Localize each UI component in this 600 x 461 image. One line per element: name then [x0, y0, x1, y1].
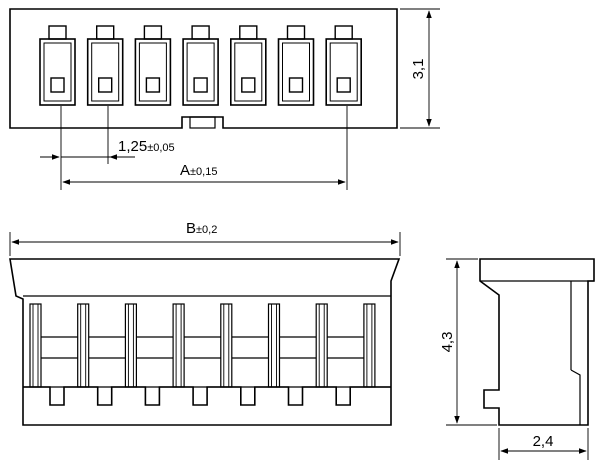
- top-pin-cavity: [39, 25, 76, 106]
- front-contact-slot: [315, 303, 364, 388]
- side-view-outline: [479, 258, 595, 426]
- front-contact-slot: [124, 303, 174, 388]
- pitch-tolerance: ±0,05: [147, 142, 174, 154]
- dimension-a-tolerance: ±0,15: [190, 166, 217, 178]
- top-pin-cavity: [134, 25, 172, 106]
- dimension-b-value: B: [186, 220, 196, 237]
- front-view: [9, 258, 401, 426]
- front-dimension-lines: [9, 232, 401, 256]
- side-view: [479, 258, 595, 426]
- top-pin-cavity: [182, 25, 219, 106]
- front-contact-slot: [220, 303, 269, 388]
- height-top-label: 3,1: [410, 59, 427, 80]
- width-side-label: 2,4: [533, 433, 554, 450]
- front-base-teeth: [23, 386, 391, 406]
- front-contact-slot: [363, 303, 376, 388]
- front-contact-slot: [29, 303, 78, 388]
- top-view-latch: [189, 116, 216, 129]
- front-contact-slot: [77, 303, 126, 388]
- side-notch: [570, 369, 581, 425]
- front-view-outline: [9, 258, 401, 426]
- dimension-b-label: B±0,2: [186, 220, 217, 237]
- height-side-label: 4,3: [439, 332, 456, 353]
- front-contact-slots: [29, 303, 376, 388]
- dimension-a-value: A: [180, 162, 190, 179]
- dimension-a-label: A±0,15: [180, 162, 217, 179]
- front-contact-slot: [267, 303, 317, 388]
- dimension-b-tolerance: ±0,2: [196, 224, 217, 236]
- top-pin-cavities: [39, 25, 363, 106]
- side-dimension-lines: [446, 258, 589, 460]
- top-dimension-lines: [40, 8, 440, 190]
- top-pin-cavity: [325, 25, 363, 106]
- pitch-value: 1,25: [118, 138, 147, 155]
- top-view-body: [9, 8, 398, 129]
- top-pin-cavity: [86, 25, 124, 106]
- front-contact-slot: [172, 303, 221, 388]
- top-pin-cavity: [230, 25, 267, 106]
- top-view: [9, 8, 398, 129]
- top-pin-cavity: [277, 25, 315, 106]
- pitch-label: 1,25±0,05: [118, 138, 175, 155]
